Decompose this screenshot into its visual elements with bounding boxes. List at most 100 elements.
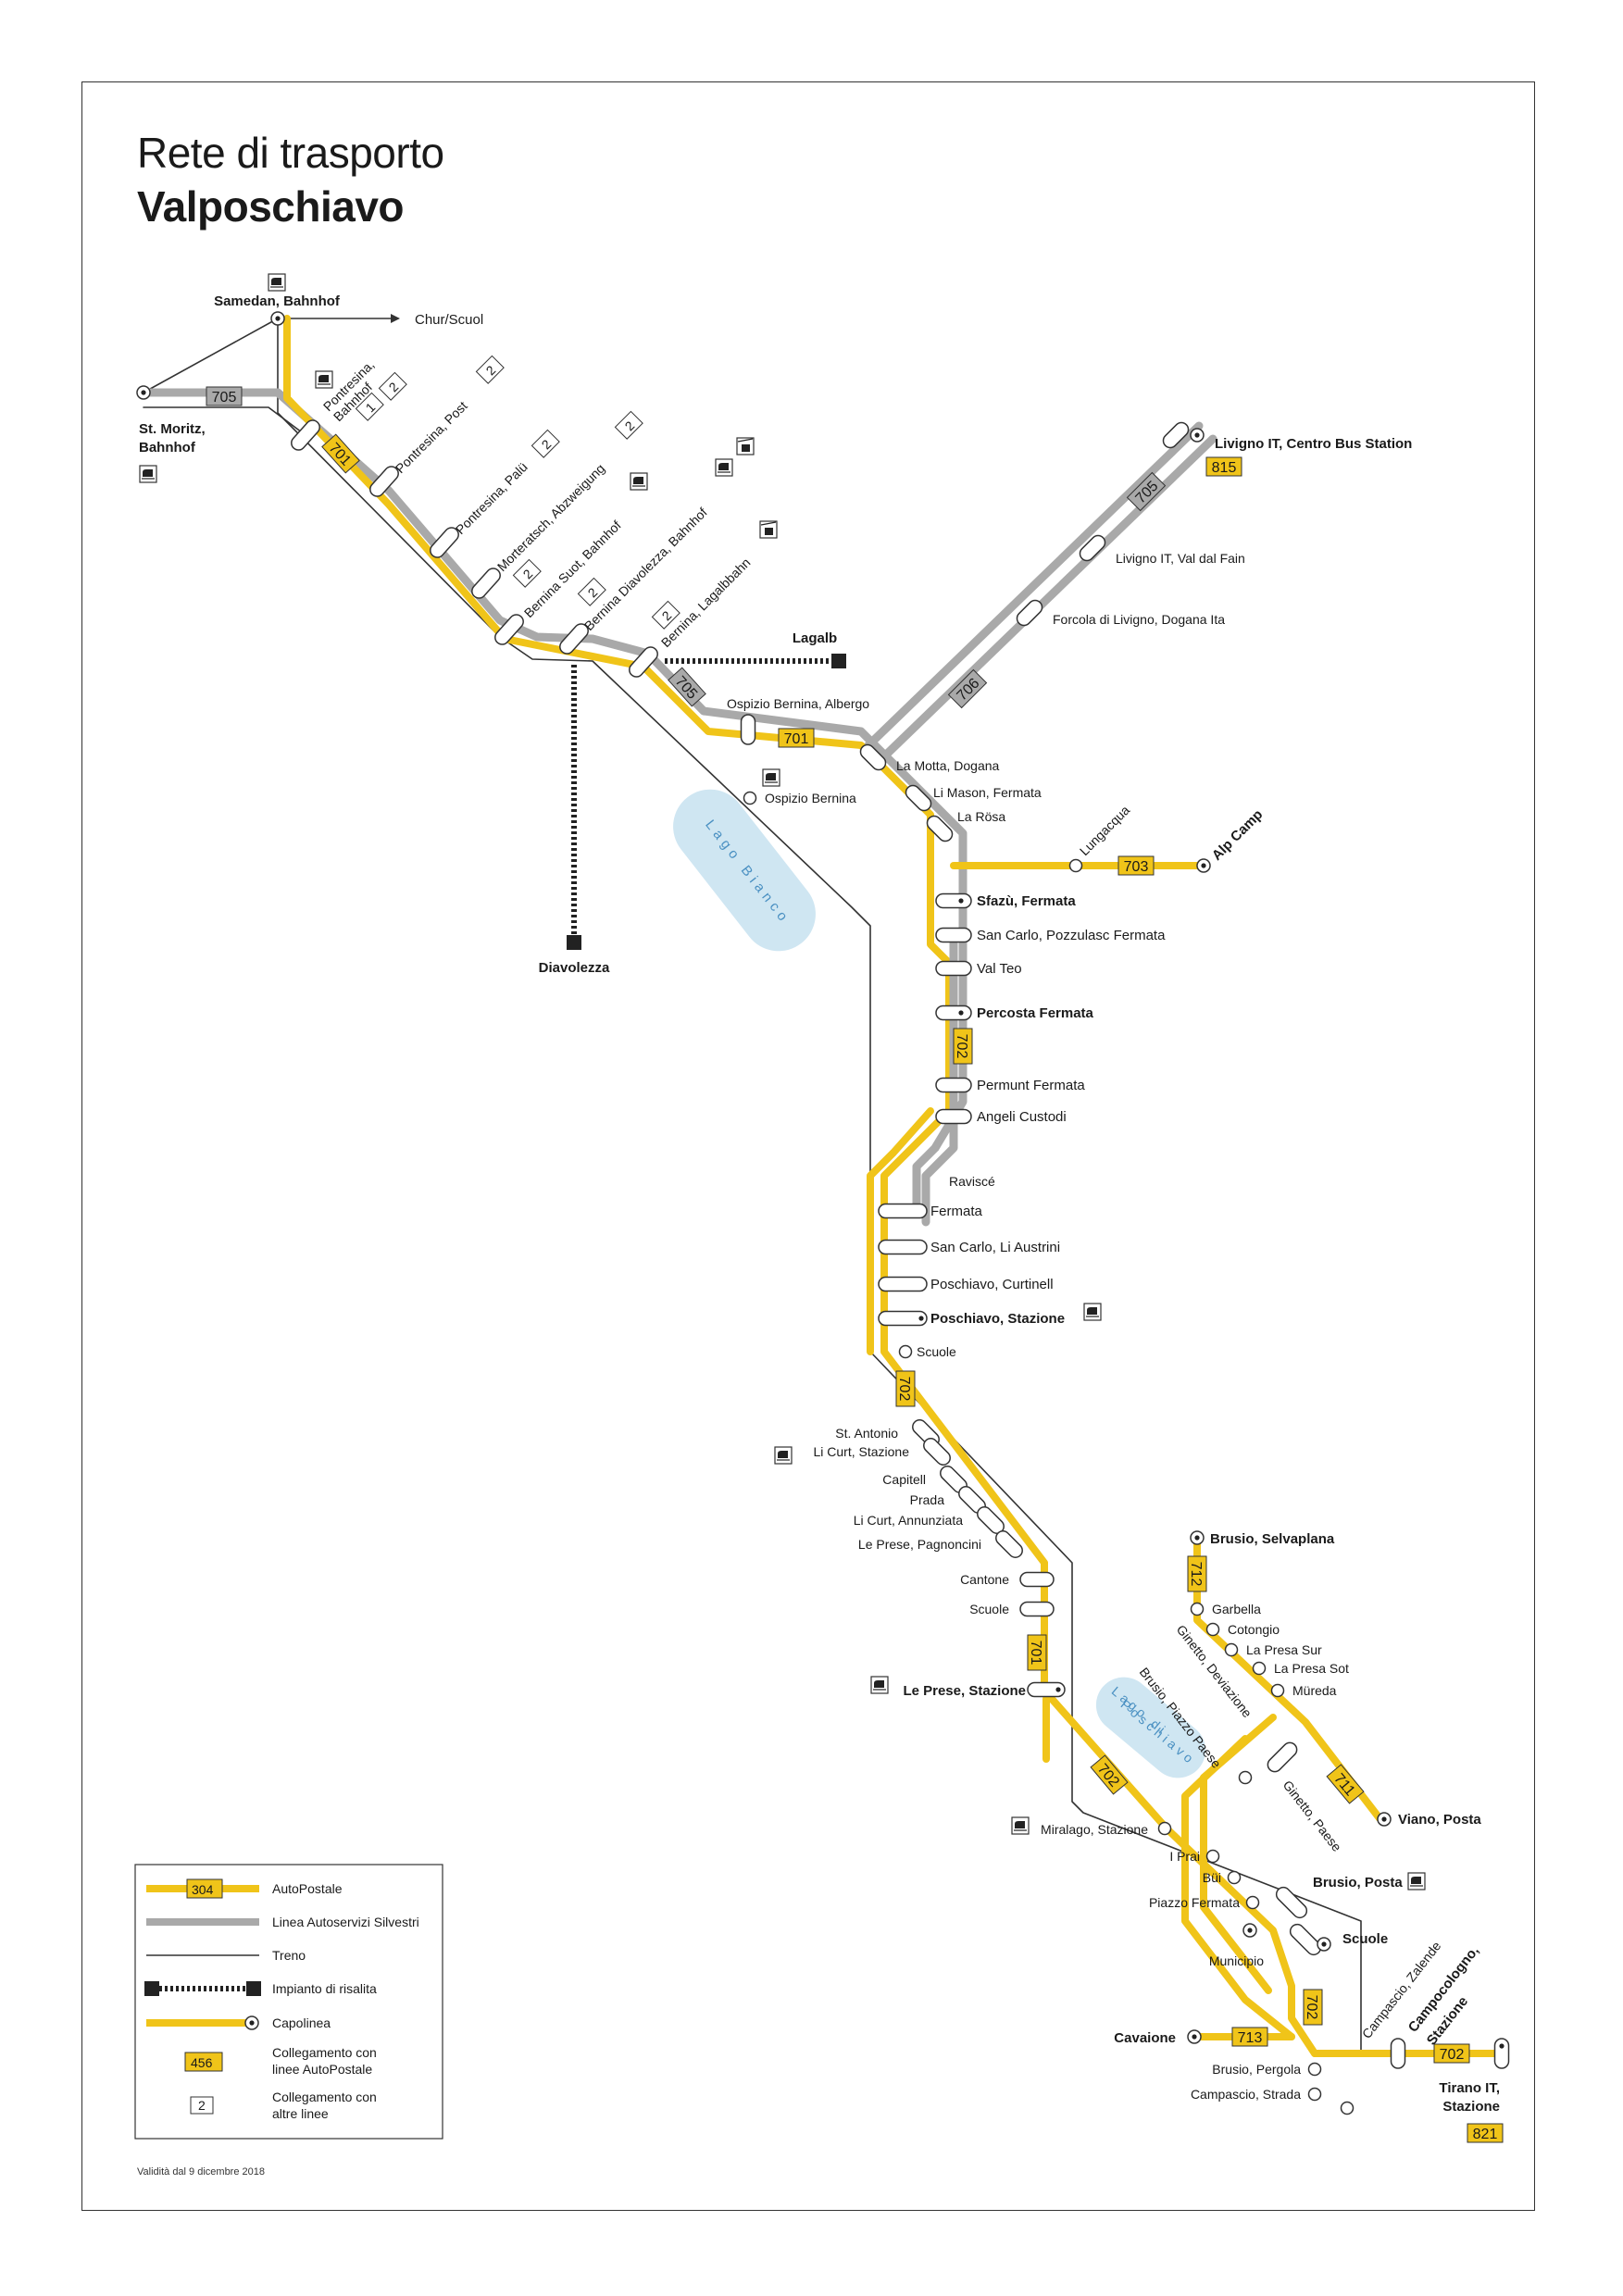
label-san-carlo-pozzulasc-fermata: San Carlo, Pozzulasc Fermata: [977, 928, 1166, 943]
label-pontresina-palu: Pontresina, Palü: [453, 459, 531, 537]
line-badge-821: 821: [1467, 2123, 1504, 2143]
line-badge-box: [1326, 1764, 1365, 1804]
terminus-dot: [958, 898, 964, 904]
stop-scuole: [1289, 1923, 1322, 1956]
legend-ropeway-end-left: [144, 1981, 159, 1996]
connection-box: [651, 600, 680, 630]
line-badge-number: 701: [784, 731, 809, 747]
legend-label-autopostale: AutoPostale: [272, 1881, 343, 1896]
line-badge-705: 705: [206, 386, 243, 406]
stop-la-motta-dogana: [859, 743, 887, 771]
terminus-dot: [1499, 2043, 1504, 2049]
legend-sample-number: 304: [192, 1882, 214, 1897]
label-ravisce: Raviscé: [949, 1174, 995, 1189]
legend-ropeway-end-right: [246, 1981, 261, 1996]
line-badge-box: [1126, 471, 1167, 512]
stop-pontresina-post: [369, 466, 399, 497]
label-bernina-lagalbbahn: Bernina, Lagalbbahn: [658, 555, 754, 650]
label-st-moritz: St. Moritz,: [139, 421, 206, 437]
line-badge-number: 701: [1028, 1641, 1043, 1666]
stop-scuole: [1019, 1601, 1055, 1617]
label-viano-posta: Viano, Posta: [1398, 1812, 1481, 1828]
stop-ospizio-bernina-albergo: [740, 714, 756, 745]
legend-label-terminus: Capolinea: [272, 2015, 331, 2030]
line-badge-number: 821: [1473, 2127, 1498, 2142]
train-icon: [630, 472, 648, 491]
label-livigno-it-centro-bus-station: Livigno IT, Centro Bus Station: [1215, 436, 1412, 452]
gondola-icon-cable: [760, 521, 777, 526]
stop-le-prese-stazione: [1027, 1681, 1066, 1698]
train-icon: [1011, 1816, 1030, 1835]
gondola-icon-cabin: [742, 444, 750, 452]
label-cantone: Cantone: [960, 1572, 1009, 1587]
connection-box: [355, 392, 384, 421]
stop-bui: [1227, 1870, 1242, 1885]
stop-san-carlo-li-austrini: [878, 1239, 928, 1255]
line-badge-box: [953, 1028, 973, 1065]
label-st-moritz-bahnhof: Bahnhof: [139, 440, 196, 455]
stop-lungacqua: [1068, 858, 1083, 873]
stop-la-presa-sot: [1252, 1661, 1267, 1676]
terminus-dot: [275, 316, 281, 321]
line-badge-box: [1187, 1555, 1207, 1592]
label-piazzo-fermata: Piazzo Fermata: [1149, 1895, 1240, 1910]
gondola-icon-cable: [737, 438, 754, 443]
stop-bernina-diavolezza-bahnhof: [559, 623, 589, 655]
ropeway-lagalb-terminal: [831, 654, 846, 668]
stop-ginetto-paese: [1238, 1770, 1253, 1785]
label-la-presa-sur: La Presa Sur: [1246, 1642, 1322, 1657]
legend-label-other-connection-2: altre linee: [272, 2106, 329, 2121]
terminus-dot: [1381, 1816, 1387, 1822]
terminus-dot: [918, 1316, 924, 1321]
terminus-dot: [1194, 432, 1200, 438]
other-connection-badge: 2: [512, 558, 542, 588]
line-badge-702: 702: [895, 1370, 916, 1407]
stop-val-teo: [935, 960, 972, 977]
stop-le-prese-pagnoncini: [995, 1530, 1023, 1558]
legend-sample-box: [186, 1878, 223, 1899]
lake-lago-bianco: [673, 789, 816, 952]
stop-cotongio: [1205, 1622, 1220, 1637]
label-bui: Büi: [1203, 1870, 1221, 1885]
connection-box: [512, 558, 542, 588]
line-badge-number: 703: [1124, 859, 1149, 875]
label-san-carlo-li-austrini: San Carlo, Li Austrini: [930, 1240, 1060, 1255]
label-scuole: Scuole: [969, 1602, 1009, 1616]
line-badge-701: 701: [1027, 1634, 1047, 1671]
train-icon: [774, 1446, 793, 1465]
stop-scuole: [898, 1344, 913, 1359]
terminus-dot: [141, 390, 146, 395]
stop-brusio-pergola: [1307, 2062, 1322, 2077]
label-brusio-posta: Brusio, Posta: [1313, 1875, 1403, 1890]
line-badge-702: 702: [953, 1028, 973, 1065]
legend-label-silvestri: Linea Autoservizi Silvestri: [272, 1915, 419, 1929]
train-icon: [1083, 1303, 1102, 1321]
label-capitell: Capitell: [882, 1472, 926, 1487]
rail-line-st-moritz: [143, 406, 306, 436]
legend-label-ropeway: Impianto di risalita: [272, 1981, 377, 1996]
other-connection-badge: 2: [475, 355, 505, 384]
line-badge-number: 702: [1304, 1995, 1319, 2020]
line-badge-713: 713: [1231, 2027, 1268, 2047]
line-badge-box: [895, 1370, 916, 1407]
gondola-icon: [759, 520, 778, 539]
autopostale-701-702-main: [283, 315, 1499, 2057]
train-icon: [268, 273, 286, 292]
page-subtitle: Valposchiavo: [137, 182, 405, 231]
train-icon: [139, 465, 157, 483]
line-badge-702: 702: [1303, 1989, 1323, 2026]
stop-piazzo-fermata: [1245, 1895, 1260, 1910]
terminus-dot: [1192, 2034, 1197, 2040]
stop-percosta-fermata: [935, 1004, 972, 1021]
terminus-dot: [1194, 1535, 1200, 1541]
label-permunt-fermata: Permunt Fermata: [977, 1078, 1085, 1093]
line-badge-number: 702: [954, 1034, 969, 1059]
terminus-dot: [1201, 863, 1206, 868]
stop-permunt-fermata: [935, 1077, 972, 1093]
legend-label-other-connection-1: Collegamento con: [272, 2090, 377, 2104]
stop-miralago-stazione: [1157, 1821, 1172, 1836]
stop-campocologno-stazione: [1390, 2038, 1406, 2069]
stop-mureda: [1270, 1683, 1285, 1698]
stop-ospizio-bernina: [743, 791, 757, 805]
stop-li-curt-stazione: [923, 1438, 951, 1466]
